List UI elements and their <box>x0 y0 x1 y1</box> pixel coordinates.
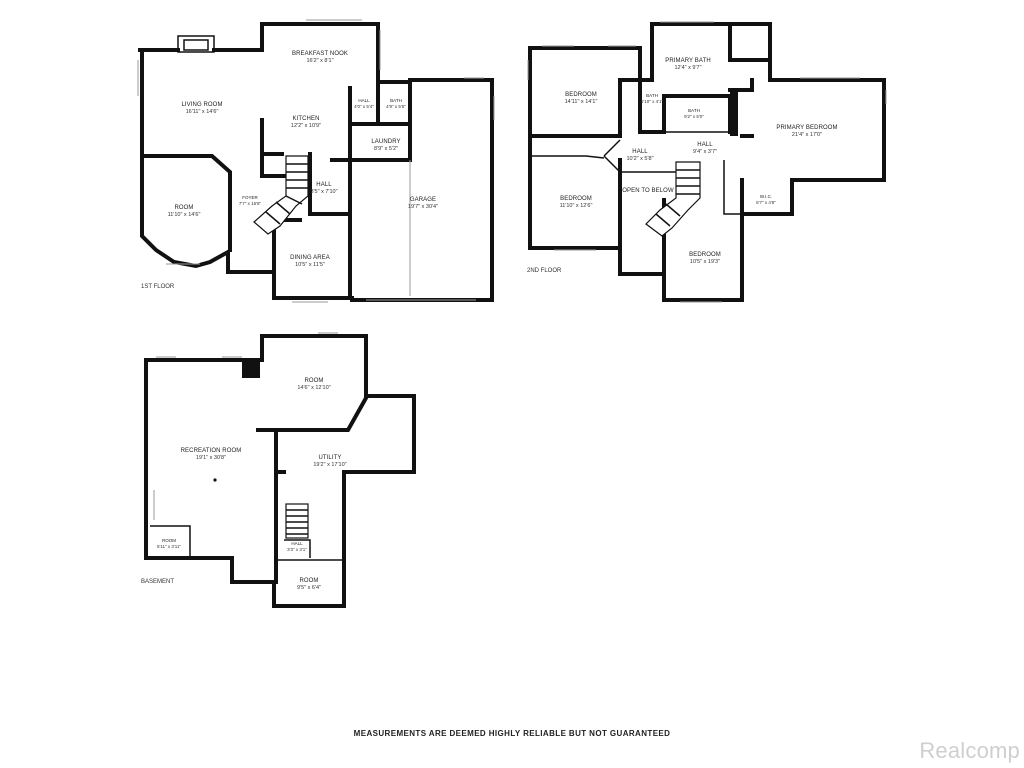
room-name-foyer: FOYER <box>242 195 258 200</box>
room-name-bath-2: BATH <box>646 93 658 98</box>
room-name-recreation-room: RECREATION ROOM <box>181 448 242 454</box>
room-dims-room-1: 11'10" x 14'6" <box>168 212 201 218</box>
room-dims-laundry: 8'9" x 5'2" <box>374 146 398 152</box>
room-dims-bedroom-2: 11'10" x 12'6" <box>560 203 593 209</box>
room-dims-bath-1: 4'9" x 5'5" <box>386 104 406 109</box>
room-dims-living-room: 16'11" x 14'6" <box>186 109 219 115</box>
second-floor-plan: BEDROOM 14'11" x 14'1" PRIMARY BATH 12'4… <box>527 21 887 303</box>
room-dims-bath-2: 5'10" x 4'1" <box>641 99 664 104</box>
room-name-laundry: LAUNDRY <box>371 139 400 145</box>
room-dims-hall-2: 3'5" x 7'10" <box>310 189 337 195</box>
room-dims-bath-3: 9'2" x 5'0" <box>684 114 704 119</box>
room-dims-hall-3: 10'2" x 5'8" <box>626 156 653 162</box>
room-dims-hall-b: 3'3" x 3'1" <box>287 547 307 552</box>
room-name-primary-bath: PRIMARY BATH <box>665 58 711 64</box>
room-name-hall-4: HALL <box>697 142 713 148</box>
room-name-hall-1: HALL <box>358 98 370 103</box>
room-dims-wic: 6'7" x 4'8" <box>756 200 776 205</box>
floor-label-basement: BASEMENT <box>141 579 174 585</box>
room-dims-recreation-room: 19'1" x 30'8" <box>196 455 226 461</box>
room-name-bedroom-3: BEDROOM <box>689 252 721 258</box>
room-name-room-b1: ROOM <box>304 378 323 384</box>
basement-stairs <box>285 503 309 539</box>
room-dims-bedroom-3: 10'5" x 19'3" <box>690 259 720 265</box>
room-name-hall-2: HALL <box>316 182 332 188</box>
room-name-wic: W.I.C. <box>760 194 772 199</box>
room-dims-foyer: 7'7" x 16'8" <box>239 201 262 206</box>
floor-label-second: 2ND FLOOR <box>527 268 562 274</box>
disclaimer-text: MEASUREMENTS ARE DEEMED HIGHLY RELIABLE … <box>353 729 671 738</box>
room-dims-room-b1: 14'6" x 12'10" <box>297 385 330 391</box>
room-dims-room-b3: 9'5" x 6'4" <box>297 585 321 591</box>
second-floor-stairs <box>645 161 701 237</box>
room-name-dining-area: DINING AREA <box>290 255 330 261</box>
first-floor-stairs <box>253 155 309 235</box>
room-dims-hall-1: 4'0" x 5'4" <box>354 104 374 109</box>
room-dims-primary-bedroom: 21'4" x 17'0" <box>792 132 822 138</box>
room-name-utility: UTILITY <box>318 455 341 461</box>
brand-logo: Realcomp <box>919 738 1020 763</box>
room-dims-hall-4: 9'4" x 3'7" <box>693 149 717 155</box>
room-dims-bedroom-1: 14'11" x 14'1" <box>565 99 598 105</box>
room-dims-garage: 19'7" x 30'4" <box>408 204 438 210</box>
first-floor-plan: BREAKFAST NOOK 16'2" x 8'1" LIVING ROOM … <box>137 19 495 303</box>
room-name-bath-1: BATH <box>390 98 402 103</box>
room-dims-breakfast-nook: 16'2" x 8'1" <box>306 58 333 64</box>
room-name-kitchen: KITCHEN <box>292 116 319 122</box>
basement-plan: ROOM 14'6" x 12'10" RECREATION ROOM 19'1… <box>141 332 416 608</box>
room-name-room-b2: ROOM <box>162 538 176 543</box>
room-name-room-b3: ROOM <box>299 578 318 584</box>
room-name-primary-bedroom: PRIMARY BEDROOM <box>776 125 837 131</box>
room-dims-utility: 19'2" x 17'10" <box>313 462 346 468</box>
room-name-open-below: OPEN TO BELOW <box>622 188 674 194</box>
room-name-bedroom-1: BEDROOM <box>565 92 597 98</box>
room-name-hall-3: HALL <box>632 149 648 155</box>
floor-label-first: 1ST FLOOR <box>141 284 175 290</box>
room-name-breakfast-nook: BREAKFAST NOOK <box>292 51 348 57</box>
room-dims-primary-bath: 12'4" x 9'7" <box>674 65 701 71</box>
room-name-bedroom-2: BEDROOM <box>560 196 592 202</box>
room-name-hall-b: HALL <box>291 541 303 546</box>
room-dims-dining-area: 10'5" x 11'5" <box>295 262 325 268</box>
room-name-bath-3: BATH <box>688 108 700 113</box>
room-name-living-room: LIVING ROOM <box>181 102 222 108</box>
room-name-room-1: ROOM <box>174 205 193 211</box>
room-dims-kitchen: 12'2" x 10'9" <box>291 123 321 129</box>
room-dims-room-b2: 5'11" x 3'11" <box>157 544 181 549</box>
room-name-garage: GARAGE <box>410 197 436 203</box>
